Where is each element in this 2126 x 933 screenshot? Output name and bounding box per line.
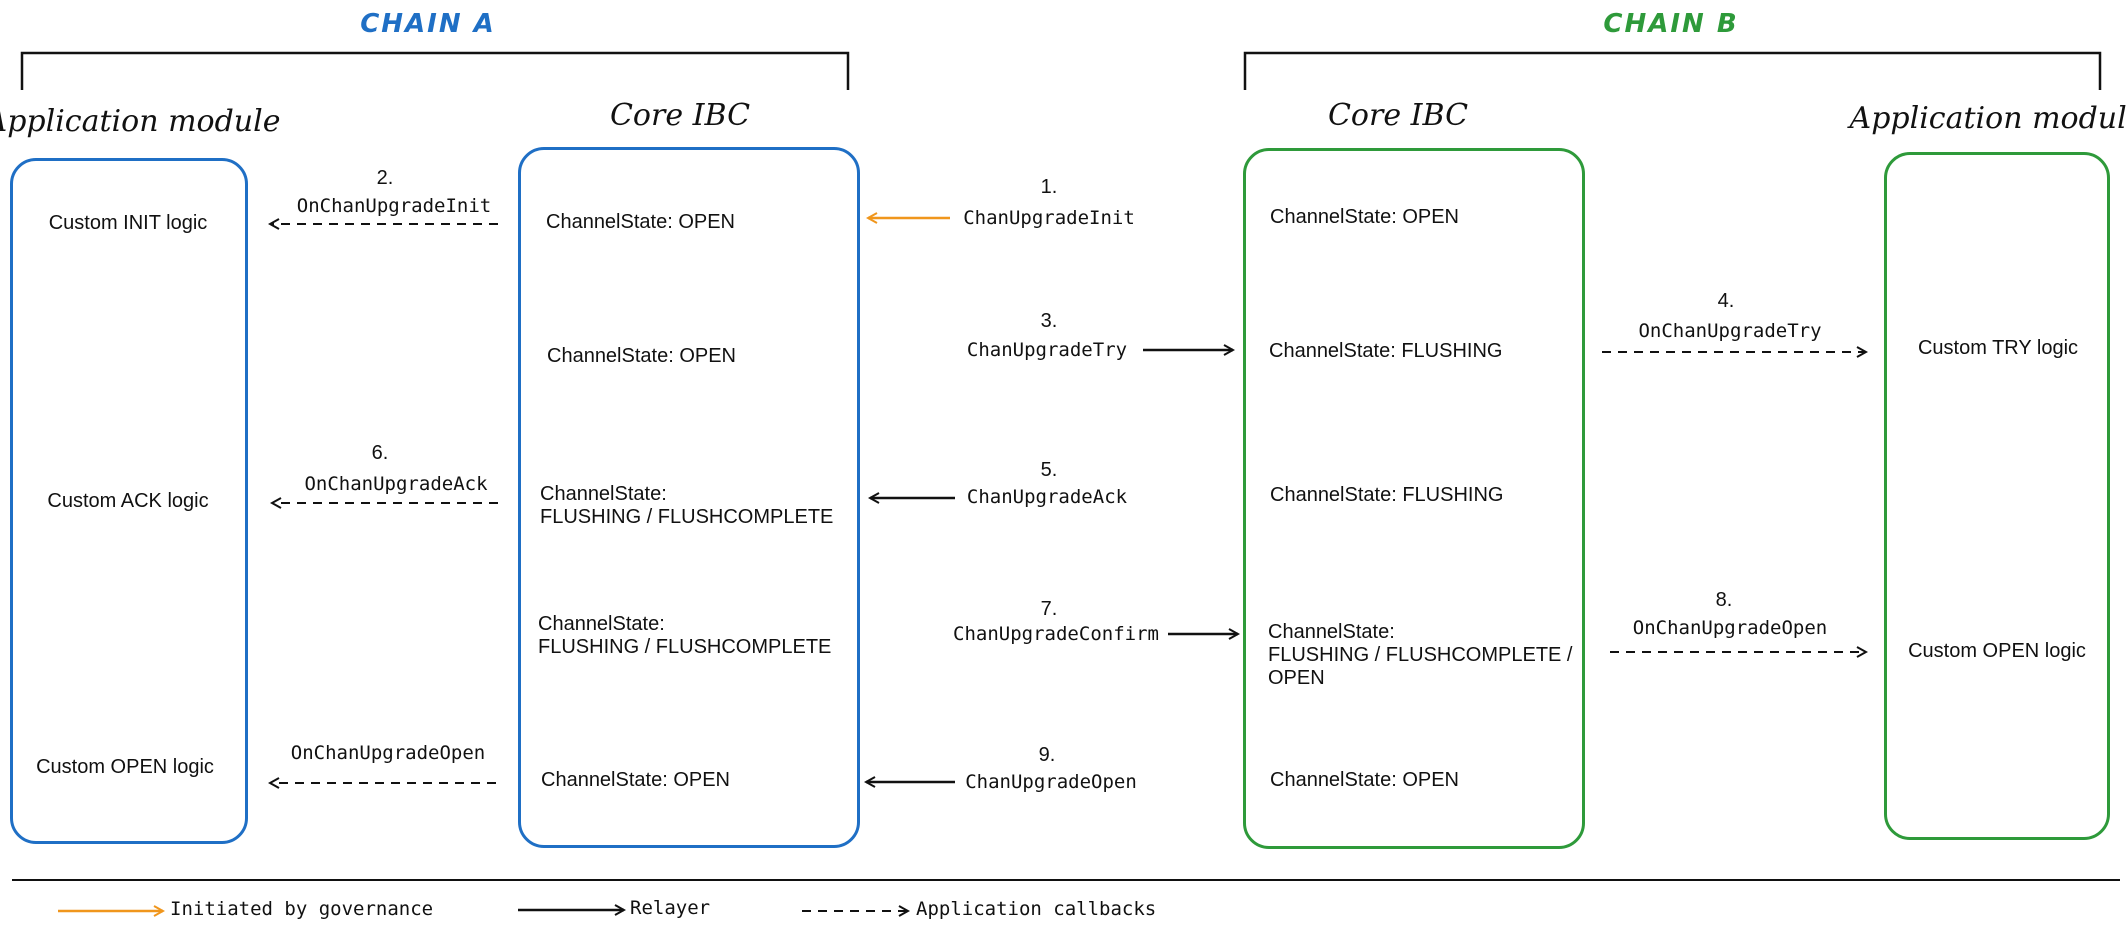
message-name: ChanUpgradeAck	[966, 486, 1128, 508]
step-number: 7.	[1040, 598, 1058, 620]
chain-b-title-text: CHAIN B	[1603, 9, 1739, 39]
chain-a-app-box	[10, 158, 248, 844]
chain-a-app-item: Custom OPEN logic	[36, 756, 214, 778]
chain-a-core-state: ChannelState: FLUSHING / FLUSHCOMPLETE	[540, 483, 834, 528]
message-name: OnChanUpgradeOpen	[1632, 617, 1828, 639]
chain-b-app-box	[1884, 152, 2110, 840]
chain-a-core-state: ChannelState: OPEN	[546, 211, 735, 233]
chain-a-core-box	[518, 147, 860, 848]
chain-b-app-item: Custom OPEN logic	[1908, 640, 2086, 662]
chain-b-app-item: Custom TRY logic	[1917, 337, 2079, 359]
step-number: 1.	[1040, 176, 1058, 198]
chain-b-core-title: Core IBC	[1327, 98, 1469, 133]
message-name: ChanUpgradeConfirm	[953, 623, 1159, 645]
chain-b-core-state: ChannelState: OPEN	[1270, 206, 1459, 228]
message-name: OnChanUpgradeAck	[304, 473, 488, 495]
legend-callbacks-label: Application callbacks	[916, 898, 1157, 920]
step-number: 5.	[1040, 459, 1058, 481]
legend-governance-label: Initiated by governance	[170, 898, 434, 920]
step-number: 4.	[1717, 290, 1735, 312]
message-name: OnChanUpgradeOpen	[290, 742, 486, 764]
chain-a-bracket	[20, 51, 850, 90]
message-name: ChanUpgradeInit	[963, 207, 1135, 229]
legend-relayer-label: Relayer	[630, 897, 711, 919]
chain-b-core-box	[1243, 148, 1585, 849]
chain-b-core-state: ChannelState: FLUSHING / FLUSHCOMPLETE /…	[1268, 621, 1573, 689]
chain-b-core-state: ChannelState: FLUSHING	[1269, 340, 1503, 362]
step-number: 2.	[376, 167, 394, 189]
chain-b-bracket	[1243, 51, 2102, 90]
chain-b-app-title: Application module	[1849, 101, 2126, 136]
chain-a-core-title: Core IBC	[609, 98, 751, 133]
chain-a-app-item: Custom ACK logic	[47, 490, 209, 512]
chain-b-core-state: ChannelState: FLUSHING	[1270, 484, 1504, 506]
chain-a-app-title: Application module	[0, 104, 281, 139]
chain-a-title-text: CHAIN A	[360, 9, 496, 39]
chain-b-title: CHAIN B	[1603, 9, 1738, 39]
step-number: 6.	[371, 442, 389, 464]
step-number: 3.	[1040, 310, 1058, 332]
chain-a-core-state: ChannelState: OPEN	[547, 345, 736, 367]
message-name: ChanUpgradeTry	[966, 339, 1128, 361]
step-number: 8.	[1715, 589, 1733, 611]
chain-a-title: CHAIN A	[360, 9, 496, 39]
message-name: OnChanUpgradeInit	[296, 195, 492, 217]
message-name: OnChanUpgradeTry	[1638, 320, 1822, 342]
message-name: ChanUpgradeOpen	[965, 771, 1137, 793]
chain-a-core-state: ChannelState: FLUSHING / FLUSHCOMPLETE	[538, 613, 832, 658]
step-number: 9.	[1038, 744, 1056, 766]
chain-a-core-state: ChannelState: OPEN	[541, 769, 730, 791]
chain-a-app-item: Custom INIT logic	[48, 212, 208, 234]
chain-b-core-state: ChannelState: OPEN	[1270, 769, 1459, 791]
